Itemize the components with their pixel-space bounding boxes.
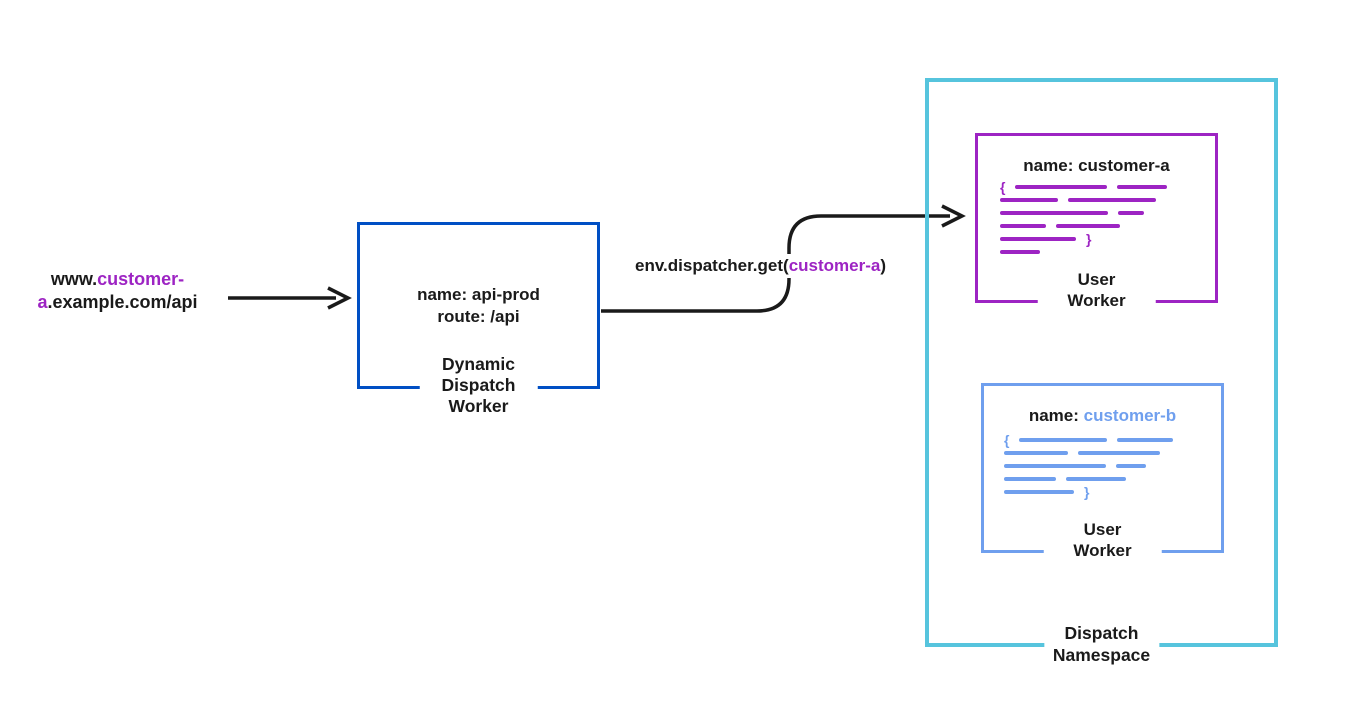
code-segment xyxy=(1000,237,1076,241)
code-line: { xyxy=(1004,432,1174,448)
code-segment xyxy=(1004,451,1068,455)
code-segment xyxy=(1056,224,1120,228)
code-segment xyxy=(1118,211,1144,215)
dynamic-dispatch-worker-box: name: api-prod route: /api Dynamic Dispa… xyxy=(357,222,600,417)
code-segment xyxy=(1000,211,1108,215)
url-customer-part: customer- xyxy=(97,269,185,289)
code-segment xyxy=(1068,198,1156,202)
code-line: } xyxy=(1004,484,1173,500)
code-line xyxy=(1000,198,1167,202)
close-brace: } xyxy=(1084,484,1090,500)
request-url: www.customer- a.example.com/api xyxy=(10,268,225,314)
request-url-line1: www.customer- xyxy=(10,268,225,291)
code-line xyxy=(1004,477,1173,481)
open-brace: { xyxy=(1000,179,1006,195)
user-worker-customer-a-box: name: customer-a {} User Worker xyxy=(975,133,1218,311)
dispatch-worker-name: name: api-prod xyxy=(417,284,540,304)
code-segment xyxy=(1004,490,1074,494)
dispatch-worker-properties: name: api-prod route: /api xyxy=(417,284,540,328)
code-segment xyxy=(1000,198,1058,202)
url-domain-part: .example.com/api xyxy=(47,292,198,312)
code-line: { xyxy=(1000,179,1168,195)
code-segment xyxy=(1004,464,1106,468)
code-segment xyxy=(1015,185,1108,189)
dispatcher-call-suffix: ) xyxy=(880,256,886,275)
code-segment xyxy=(1117,438,1174,442)
dispatcher-call-label: env.dispatcher.get(customer-a) xyxy=(631,254,890,278)
request-arrowhead-icon xyxy=(327,286,352,310)
close-brace: } xyxy=(1086,231,1092,247)
dispatch-worker-label: Dynamic Dispatch Worker xyxy=(419,354,538,417)
user-worker-customer-b-box: name: customer-b {} User Worker xyxy=(981,383,1224,561)
dispatch-namespace-label: Dispatch Namespace xyxy=(1043,622,1160,666)
code-line xyxy=(1000,211,1167,215)
code-line xyxy=(1000,224,1167,228)
code-segment xyxy=(1117,185,1168,189)
dispatch-namespace-box: name: customer-a {} User Worker name: cu… xyxy=(925,78,1278,666)
worker-a-label: User Worker xyxy=(1037,269,1156,311)
worker-a-title: name: customer-a xyxy=(1023,156,1170,175)
code-line: } xyxy=(1000,231,1167,247)
worker-b-title-prefix: name: xyxy=(1028,406,1084,425)
dispatch-worker-route: route: /api xyxy=(437,306,520,326)
url-customer-suffix-part: a xyxy=(37,292,48,312)
worker-b-title-name: customer-b xyxy=(1083,406,1177,425)
url-www-part: www. xyxy=(50,269,98,289)
worker-b-label: User Worker xyxy=(1043,519,1162,561)
code-segment xyxy=(1116,464,1146,468)
code-line xyxy=(1004,451,1173,455)
code-segment xyxy=(1000,250,1040,254)
open-brace: { xyxy=(1004,432,1010,448)
code-segment xyxy=(1004,477,1056,481)
code-segment xyxy=(1019,438,1108,442)
code-segment xyxy=(1066,477,1126,481)
dispatcher-call-arg: customer-a xyxy=(788,256,881,275)
code-line xyxy=(1000,250,1167,254)
dispatcher-call-prefix: env.dispatcher.get( xyxy=(635,256,789,275)
worker-b-code-lines: {} xyxy=(1004,432,1174,503)
code-line xyxy=(1004,464,1173,468)
worker-b-title: name: customer-b xyxy=(984,386,1221,427)
code-segment xyxy=(1000,224,1046,228)
request-url-line2: a.example.com/api xyxy=(10,291,225,314)
worker-a-code-lines: {} xyxy=(1000,179,1168,263)
code-segment xyxy=(1078,451,1160,455)
